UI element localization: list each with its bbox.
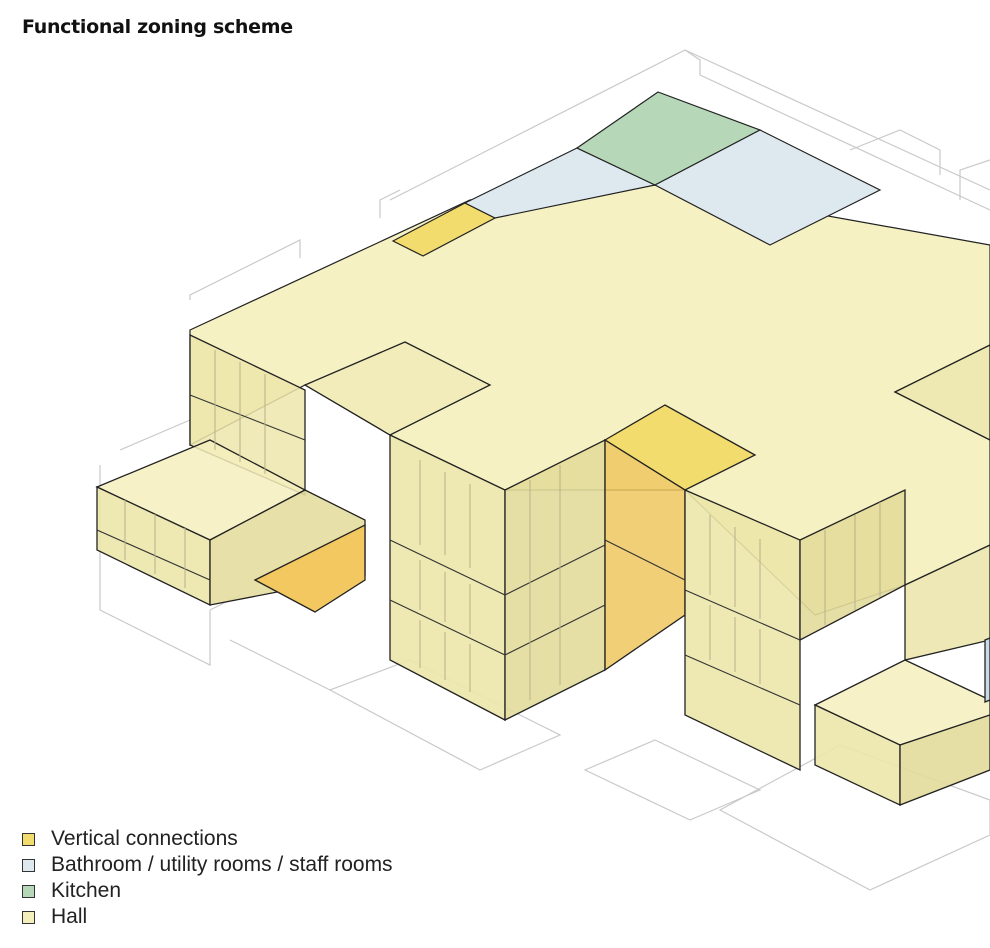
- legend-label: Vertical connections: [51, 827, 238, 850]
- legend-label: Bathroom / utility rooms / staff rooms: [51, 853, 393, 876]
- legend-item-vertical-connections: Vertical connections: [22, 826, 393, 852]
- legend-swatch: [22, 884, 35, 898]
- legend-swatch: [22, 910, 35, 924]
- legend-swatch: [22, 832, 35, 846]
- legend-swatch: [22, 858, 35, 872]
- legend-item-bathroom: Bathroom / utility rooms / staff rooms: [22, 852, 393, 878]
- stair-core: [603, 404, 757, 672]
- legend: Vertical connections Bathroom / utility …: [22, 826, 393, 930]
- block-gap-wall: [303, 341, 492, 436]
- legend-item-kitchen: Kitchen: [22, 878, 393, 904]
- room-bathroom-top-right: [653, 129, 882, 246]
- floor-lines: [96, 394, 801, 706]
- legend-label: Hall: [51, 905, 88, 928]
- legend-item-hall: Hall: [22, 904, 393, 930]
- block-right-tower: [684, 488, 906, 772]
- legend-label: Kitchen: [51, 879, 122, 902]
- diagram-title: Functional zoning scheme: [22, 16, 293, 38]
- block-lower-right: [813, 344, 990, 807]
- window-mullions: [124, 350, 881, 700]
